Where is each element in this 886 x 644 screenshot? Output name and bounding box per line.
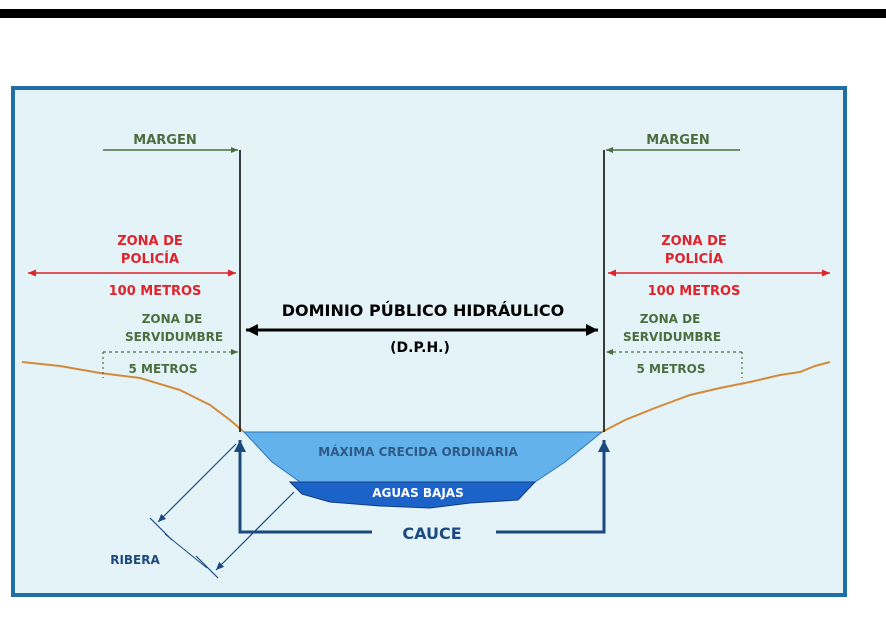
ribera-arrow-lower <box>215 491 295 571</box>
zona-servidumbre-right-line2: SERVIDUMBRE <box>623 330 721 344</box>
zona-servidumbre-left-line1: ZONA DE <box>142 312 203 326</box>
ribera-bracket <box>164 533 208 569</box>
zona-policia-left-line1: ZONA DE <box>117 234 183 249</box>
metros-100-left-label: 100 METROS <box>109 284 202 299</box>
zona-servidumbre-left-line2: SERVIDUMBRE <box>125 330 223 344</box>
zona-servidumbre-right-line1: ZONA DE <box>640 312 701 326</box>
aguas-bajas-label: AGUAS BAJAS <box>372 486 463 500</box>
margen-right-label: MARGEN <box>646 133 709 148</box>
zona-policia-left-line2: POLICÍA <box>121 251 179 267</box>
diagram-frame <box>11 86 847 597</box>
zona-policia-right-line1: ZONA DE <box>661 234 727 249</box>
terrain-right <box>601 361 831 433</box>
margen-left-label: MARGEN <box>133 133 196 148</box>
ribera-label: RIBERA <box>110 553 160 567</box>
dph-abbreviation: (D.P.H.) <box>390 340 450 356</box>
cauce-bracket-left <box>238 440 372 534</box>
metros-5-left-label: 5 METROS <box>129 362 198 376</box>
cauce-label: CAUCE <box>402 524 461 543</box>
terrain-left <box>21 361 245 433</box>
dph-title: DOMINIO PÚBLICO HIDRÁULICO <box>282 301 565 320</box>
low-water-area <box>288 481 537 509</box>
maxima-crecida-label: MÁXIMA CRECIDA ORDINARIA <box>318 444 518 459</box>
cauce-arrowhead-left <box>234 440 246 452</box>
metros-5-right-label: 5 METROS <box>637 362 706 376</box>
ribera-arrow-upper <box>157 443 237 523</box>
metros-100-right-label: 100 METROS <box>648 284 741 299</box>
top-black-bar <box>0 9 886 18</box>
ribera-tick-lower <box>195 555 219 579</box>
cauce-arrowhead-right <box>598 440 610 452</box>
zona-policia-right-line2: POLICÍA <box>665 251 723 267</box>
cauce-bracket-right <box>496 440 606 534</box>
